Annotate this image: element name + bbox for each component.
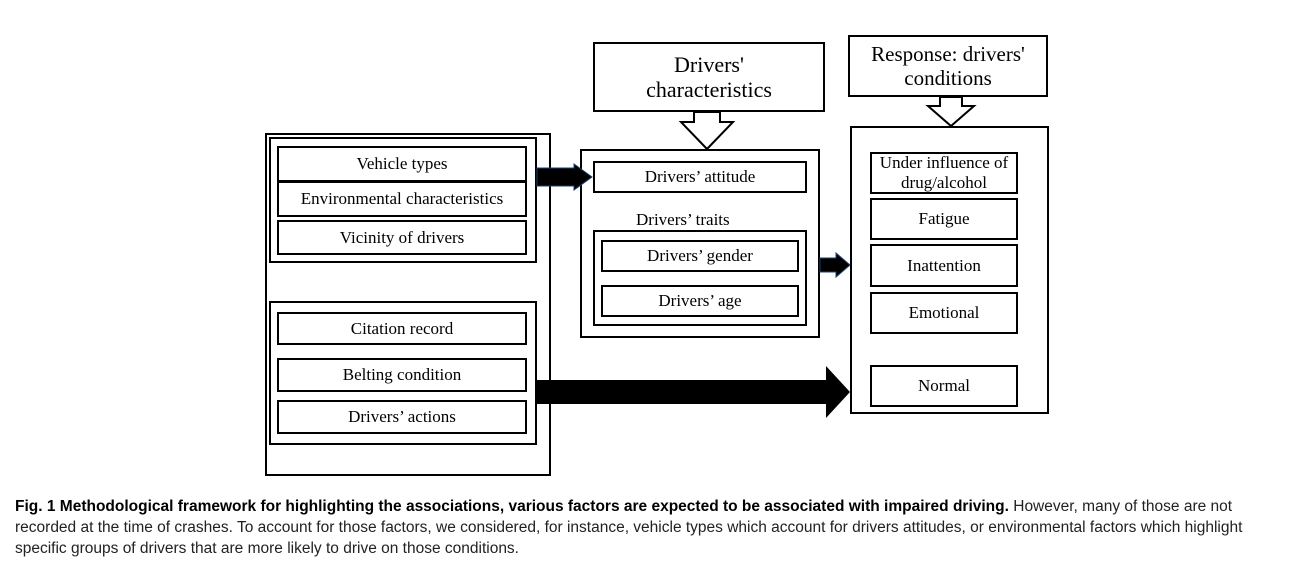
vicinity-of-drivers-box: Vicinity of drivers: [277, 220, 527, 255]
hollow-arrow-response: [925, 96, 977, 128]
citation-record-box: Citation record: [277, 312, 527, 345]
emotional-box: Emotional: [870, 292, 1018, 334]
drivers-age-box: Drivers’ age: [601, 285, 799, 317]
drivers-traits-title: Drivers’ traits: [636, 210, 730, 229]
inattention-box: Inattention: [870, 244, 1018, 287]
drivers-attitude-box: Drivers’ attitude: [593, 161, 807, 193]
fatigue-box: Fatigue: [870, 198, 1018, 240]
response-header: Response: drivers' conditions: [848, 35, 1048, 97]
caption-text: However, many of those are not recorded …: [15, 498, 1243, 557]
arrow-characteristics-to-response: [819, 251, 851, 279]
drivers-actions-box: Drivers’ actions: [277, 400, 527, 434]
under-influence-box: Under influence of drug/alcohol: [870, 152, 1018, 194]
arrow-actions-to-normal: [537, 366, 850, 418]
hollow-arrow-characteristics: [678, 111, 736, 151]
figure-caption: Fig. 1 Methodological framework for high…: [15, 496, 1295, 559]
environmental-characteristics-box: Environmental characteristics: [277, 181, 527, 217]
vehicle-types-box: Vehicle types: [277, 146, 527, 182]
drivers-gender-box: Drivers’ gender: [601, 240, 799, 272]
drivers-characteristics-header: Drivers' characteristics: [593, 42, 825, 112]
normal-box: Normal: [870, 365, 1018, 407]
arrow-factors-to-attitude: [536, 163, 593, 191]
caption-bold: Fig. 1 Methodological framework for high…: [15, 498, 1009, 515]
belting-condition-box: Belting condition: [277, 358, 527, 392]
